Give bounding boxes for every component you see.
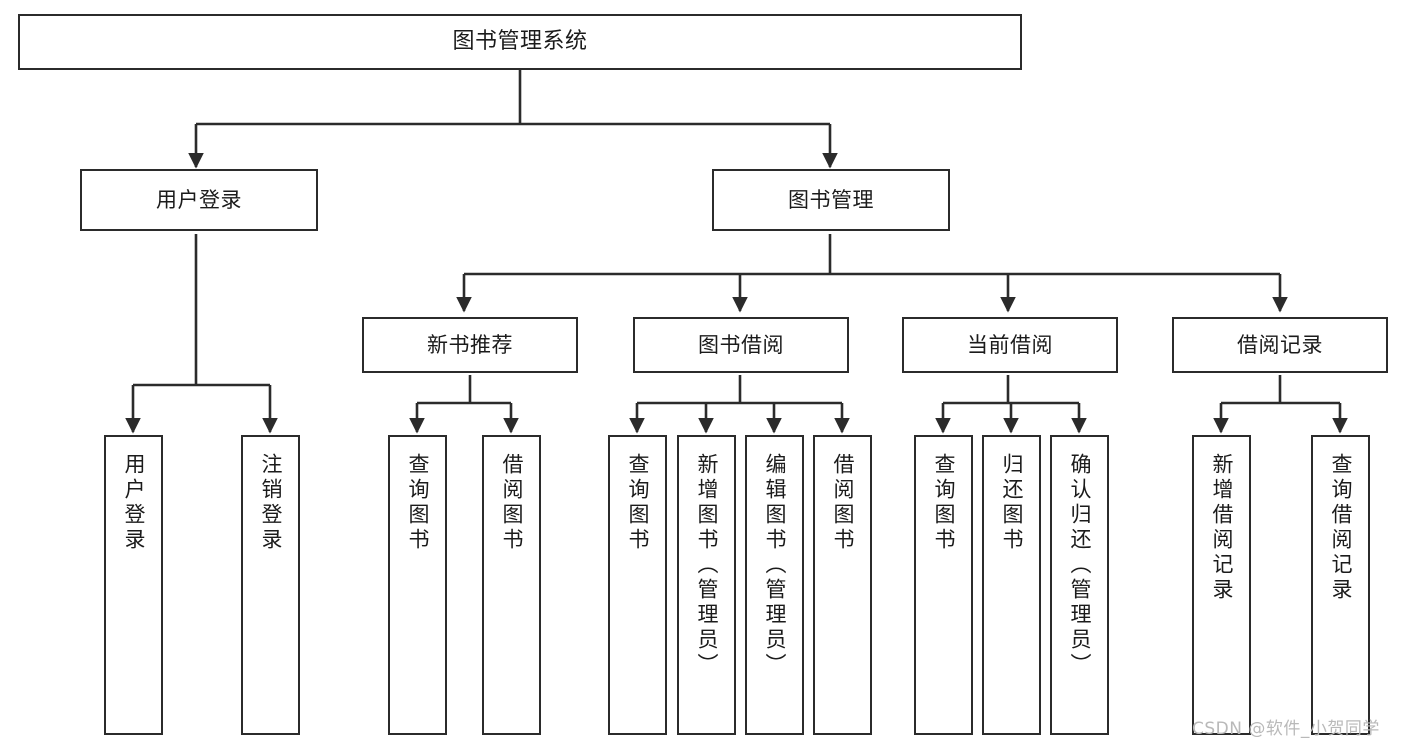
node-current-borrow[interactable]: 当前借阅 [902,317,1118,373]
node-leaf-logout[interactable]: 注销登录 [241,435,300,735]
node-leaf-borrow-query-book-label: 查询图书 [626,453,650,553]
node-leaf-borrow-query-book[interactable]: 查询图书 [608,435,667,735]
node-leaf-recommend-query-book[interactable]: 查询图书 [388,435,447,735]
node-leaf-user-login[interactable]: 用户登录 [104,435,163,735]
node-borrow-record-label: 借阅记录 [1237,332,1323,357]
node-leaf-add-book-admin[interactable]: 新增图书（管理员） [677,435,736,735]
node-leaf-add-borrow-record[interactable]: 新增借阅记录 [1192,435,1251,735]
node-leaf-borrow-book[interactable]: 借阅图书 [813,435,872,735]
csdn-watermark: CSDN @软件_小贺同学 [1192,719,1380,739]
node-book-borrow[interactable]: 图书借阅 [633,317,849,373]
node-leaf-add-borrow-record-label: 新增借阅记录 [1210,453,1234,603]
node-root-system-label: 图书管理系统 [452,29,588,55]
node-leaf-logout-label: 注销登录 [259,453,283,553]
node-leaf-add-book-admin-label: 新增图书（管理员） [695,453,719,678]
node-new-book-recommend[interactable]: 新书推荐 [362,317,578,373]
node-current-borrow-label: 当前借阅 [967,332,1053,357]
node-book-borrow-label: 图书借阅 [698,332,784,357]
node-book-management[interactable]: 图书管理 [712,169,950,231]
node-new-book-recommend-label: 新书推荐 [427,332,513,357]
node-leaf-current-query-book-label: 查询图书 [932,453,956,553]
node-root-system[interactable]: 图书管理系统 [18,14,1022,70]
node-leaf-current-query-book[interactable]: 查询图书 [914,435,973,735]
node-leaf-return-book[interactable]: 归还图书 [982,435,1041,735]
node-leaf-query-borrow-record[interactable]: 查询借阅记录 [1311,435,1370,735]
node-user-login-label: 用户登录 [156,187,242,212]
node-leaf-return-book-label: 归还图书 [1000,453,1024,553]
node-book-management-label: 图书管理 [788,187,874,212]
node-leaf-recommend-query-book-label: 查询图书 [406,453,430,553]
node-leaf-query-borrow-record-label: 查询借阅记录 [1329,453,1353,603]
node-borrow-record[interactable]: 借阅记录 [1172,317,1388,373]
node-leaf-recommend-borrow-book[interactable]: 借阅图书 [482,435,541,735]
node-leaf-borrow-book-label: 借阅图书 [831,453,855,553]
node-leaf-recommend-borrow-book-label: 借阅图书 [500,453,524,553]
node-leaf-edit-book-admin[interactable]: 编辑图书（管理员） [745,435,804,735]
node-leaf-confirm-return-admin-label: 确认归还（管理员） [1068,453,1092,678]
node-leaf-user-login-label: 用户登录 [122,453,146,553]
node-user-login[interactable]: 用户登录 [80,169,318,231]
node-leaf-confirm-return-admin[interactable]: 确认归还（管理员） [1050,435,1109,735]
node-leaf-edit-book-admin-label: 编辑图书（管理员） [763,453,787,678]
